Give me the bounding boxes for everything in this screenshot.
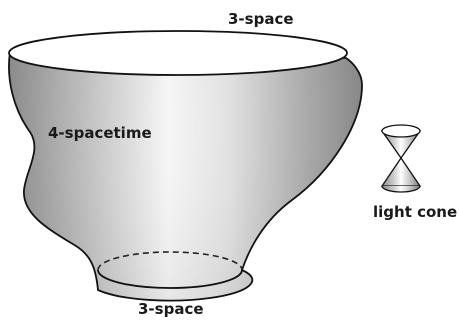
spacetime-body [9,31,362,301]
top-3-space-label: 3-space [228,10,294,28]
light-cone-label: light cone [373,203,457,221]
light-cone-icon [382,125,420,192]
top-3-space-slice [9,31,347,75]
bottom-3-space-label: 3-space [138,300,204,318]
light-cone-lower [382,158,420,186]
4-spacetime-label: 4-spacetime [48,124,152,142]
